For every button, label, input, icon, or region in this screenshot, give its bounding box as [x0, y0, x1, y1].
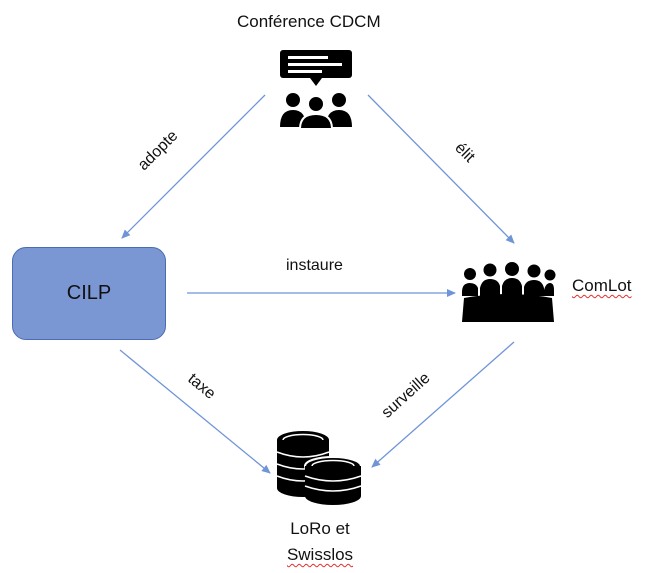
arrow-taxe: [119, 349, 271, 474]
assembly-speech-icon: [280, 50, 352, 130]
cilp-label: CILP: [66, 282, 112, 304]
lottery-label-line2: Swisslos: [286, 545, 354, 564]
conference-label: Conférence CDCM: [237, 12, 381, 31]
arrow-adopte: [121, 94, 266, 239]
edge-label-instaure: instaure: [286, 257, 343, 274]
coins-icon: [276, 431, 362, 505]
arrow-surveille: [371, 341, 515, 468]
arrow-elit: [367, 94, 515, 244]
lottery-label: LoRo et Swisslos: [276, 516, 364, 568]
committee-icon: [462, 262, 556, 322]
comlot-label: ComLot: [572, 276, 632, 295]
cilp-node: CILP: [12, 247, 166, 340]
lottery-label-line1: LoRo et: [290, 519, 350, 538]
